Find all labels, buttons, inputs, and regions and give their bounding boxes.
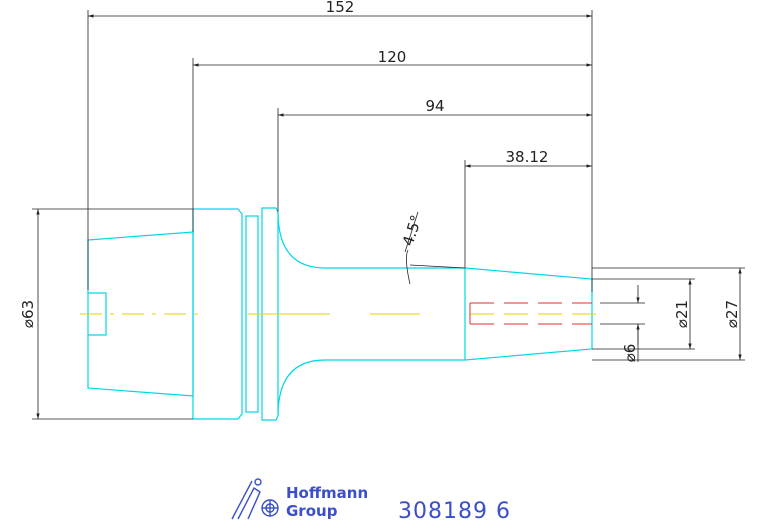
hoffmann-logo: Hoffmann Group 308189 6 (231, 478, 511, 523)
logo-mark-icon (231, 478, 279, 520)
hidden-bore (469, 302, 592, 325)
dim-120: 120 (378, 48, 407, 66)
dim-38-12: 38.12 (506, 148, 549, 166)
dim-dia-27: ⌀27 (723, 300, 741, 328)
keyway-notch (88, 292, 107, 336)
dim-dia-21: ⌀21 (673, 300, 691, 328)
part-number: 308189 6 (398, 499, 511, 523)
logo-brand-line1: Hoffmann (286, 484, 368, 502)
dim-dia-63: ⌀63 (19, 300, 37, 328)
dim-angle: 4.5° (399, 213, 426, 248)
neck-lower (277, 359, 465, 417)
dim-152: 152 (326, 0, 355, 16)
dim-dia-6: ⌀6 (621, 344, 639, 363)
neck-upper (277, 211, 465, 269)
dim-94: 94 (425, 97, 444, 115)
logo-brand-line2: Group (286, 502, 338, 520)
dimension-lines (32, 10, 745, 420)
flange (192, 208, 243, 420)
part-outline (87, 207, 593, 421)
